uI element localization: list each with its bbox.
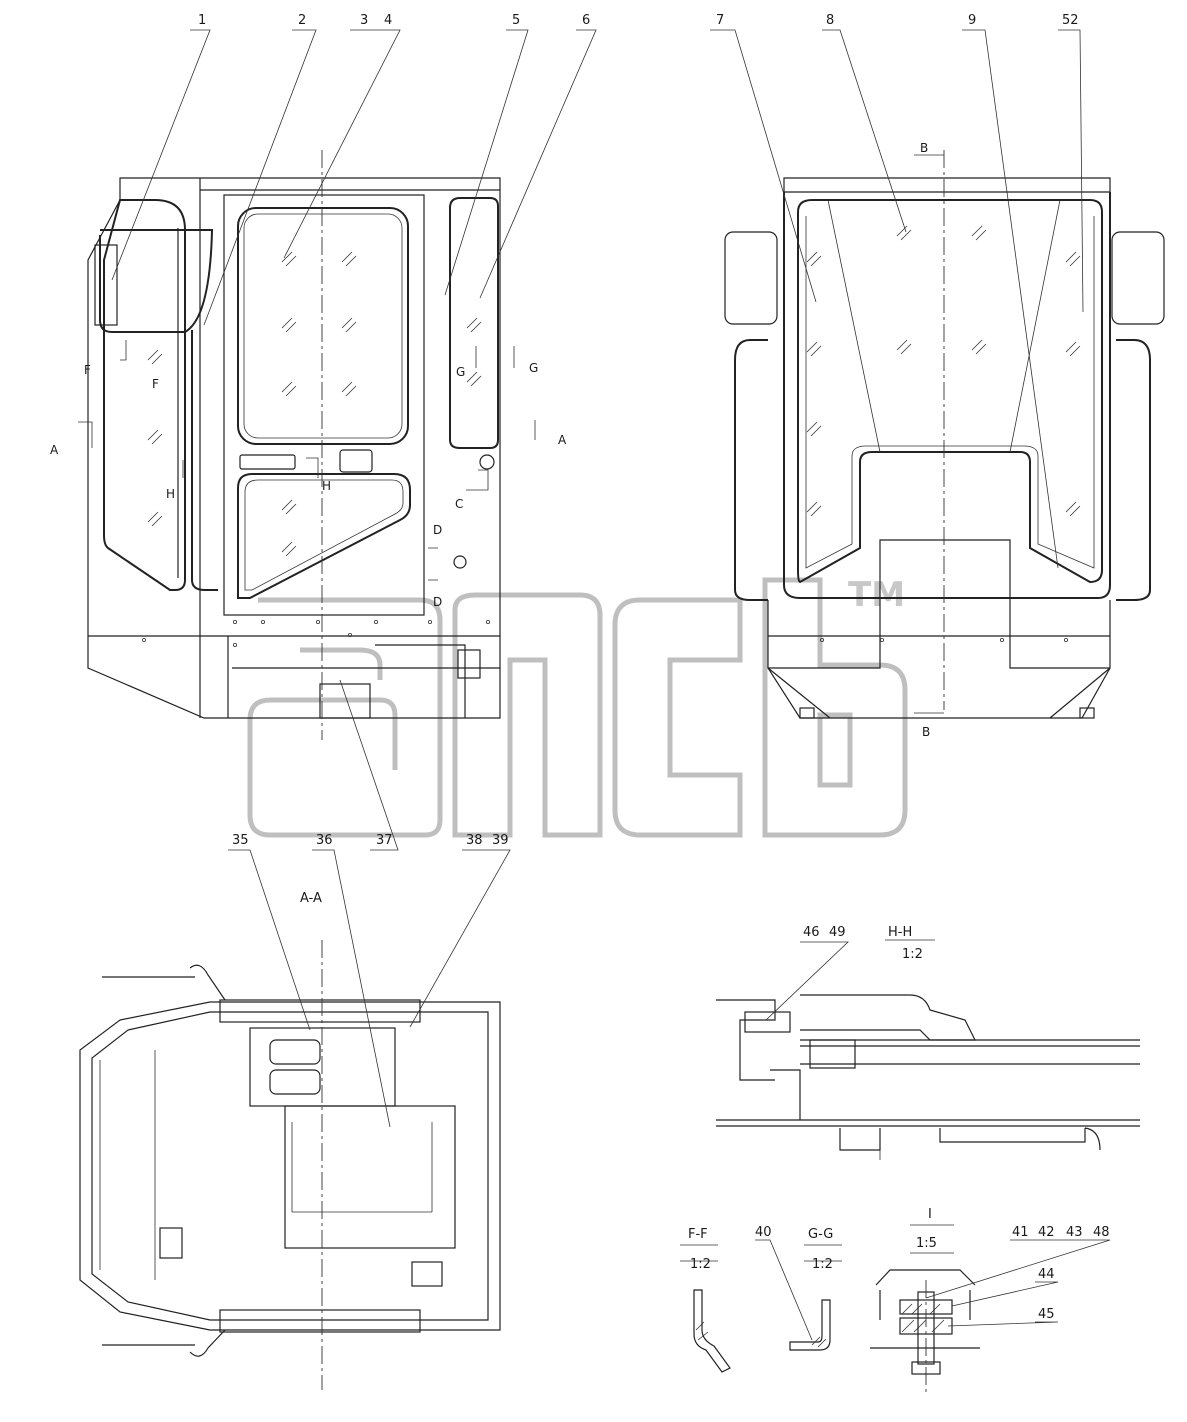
- callout-49: 49: [829, 925, 846, 940]
- callout-4: 4: [384, 13, 392, 28]
- callout-9: 9: [968, 13, 976, 28]
- callout-42: 42: [1038, 1225, 1055, 1240]
- callout-35: 35: [232, 833, 249, 848]
- section-mark-g-right: G: [529, 361, 538, 375]
- view-scale-f-f: 1:2: [690, 1257, 711, 1272]
- leader-lines: [111, 29, 1111, 1341]
- view-title-a-a: A-A: [300, 891, 322, 906]
- section-mark-b-top: B: [920, 141, 928, 155]
- callout-52: 52: [1062, 13, 1079, 28]
- callout-37: 37: [376, 833, 393, 848]
- detail-i: [870, 1269, 980, 1395]
- callout-38: 38: [466, 833, 483, 848]
- view-title-f-f: F-F: [688, 1227, 708, 1242]
- view-title-g-g: G-G: [808, 1227, 833, 1242]
- cab-front-view: [87, 150, 501, 740]
- callout-39: 39: [492, 833, 509, 848]
- section-markers: A A F F G G H H C D D B B: [50, 141, 944, 739]
- section-mark-f-left: F: [84, 363, 91, 377]
- section-mark-b-bottom: B: [922, 725, 930, 739]
- callout-1: 1: [198, 13, 206, 28]
- callout-48: 48: [1093, 1225, 1110, 1240]
- view-titles: A-A H-H 1:2 F-F 1:2 G-G 1:2 I 1:5: [300, 891, 937, 1272]
- view-scale-g-g: 1:2: [812, 1257, 833, 1272]
- callout-43: 43: [1066, 1225, 1083, 1240]
- cab-rear-view: [724, 150, 1165, 719]
- callout-36: 36: [316, 833, 333, 848]
- section-a-a-plan: [79, 940, 501, 1390]
- callout-6: 6: [582, 13, 590, 28]
- callout-45: 45: [1038, 1307, 1055, 1322]
- section-mark-h-right: H: [322, 479, 331, 493]
- callout-41: 41: [1012, 1225, 1029, 1240]
- callout-3: 3: [360, 13, 368, 28]
- section-mark-g-left: G: [456, 365, 465, 379]
- view-scale-h-h: 1:2: [902, 947, 923, 962]
- section-mark-d-top: D: [433, 523, 442, 537]
- section-g-g: [789, 1299, 831, 1351]
- callout-44: 44: [1038, 1267, 1055, 1282]
- callout-8: 8: [826, 13, 834, 28]
- section-mark-c: C: [455, 497, 463, 511]
- section-mark-a-left: A: [50, 443, 59, 457]
- callout-7: 7: [716, 13, 724, 28]
- watermark-tm: TM: [848, 575, 905, 615]
- section-mark-h-left: H: [166, 487, 175, 501]
- section-f-f: [693, 1289, 731, 1373]
- section-mark-a-right: A: [558, 433, 567, 447]
- view-title-detail-i: I: [928, 1207, 932, 1222]
- view-scale-detail-i: 1:5: [916, 1236, 937, 1251]
- view-title-h-h: H-H: [888, 925, 912, 940]
- section-mark-d-bottom: D: [433, 595, 442, 609]
- section-h-h: [716, 994, 1140, 1160]
- callout-labels: 1 2 3 4 5 6 7 8 9 52 37 35 36 38 39 46 4…: [198, 13, 1110, 1322]
- callout-40: 40: [755, 1225, 772, 1240]
- section-mark-f-right: F: [152, 377, 159, 391]
- callout-5: 5: [512, 13, 520, 28]
- callout-2: 2: [298, 13, 306, 28]
- callout-46: 46: [803, 925, 820, 940]
- watermark: TM: [247, 575, 908, 838]
